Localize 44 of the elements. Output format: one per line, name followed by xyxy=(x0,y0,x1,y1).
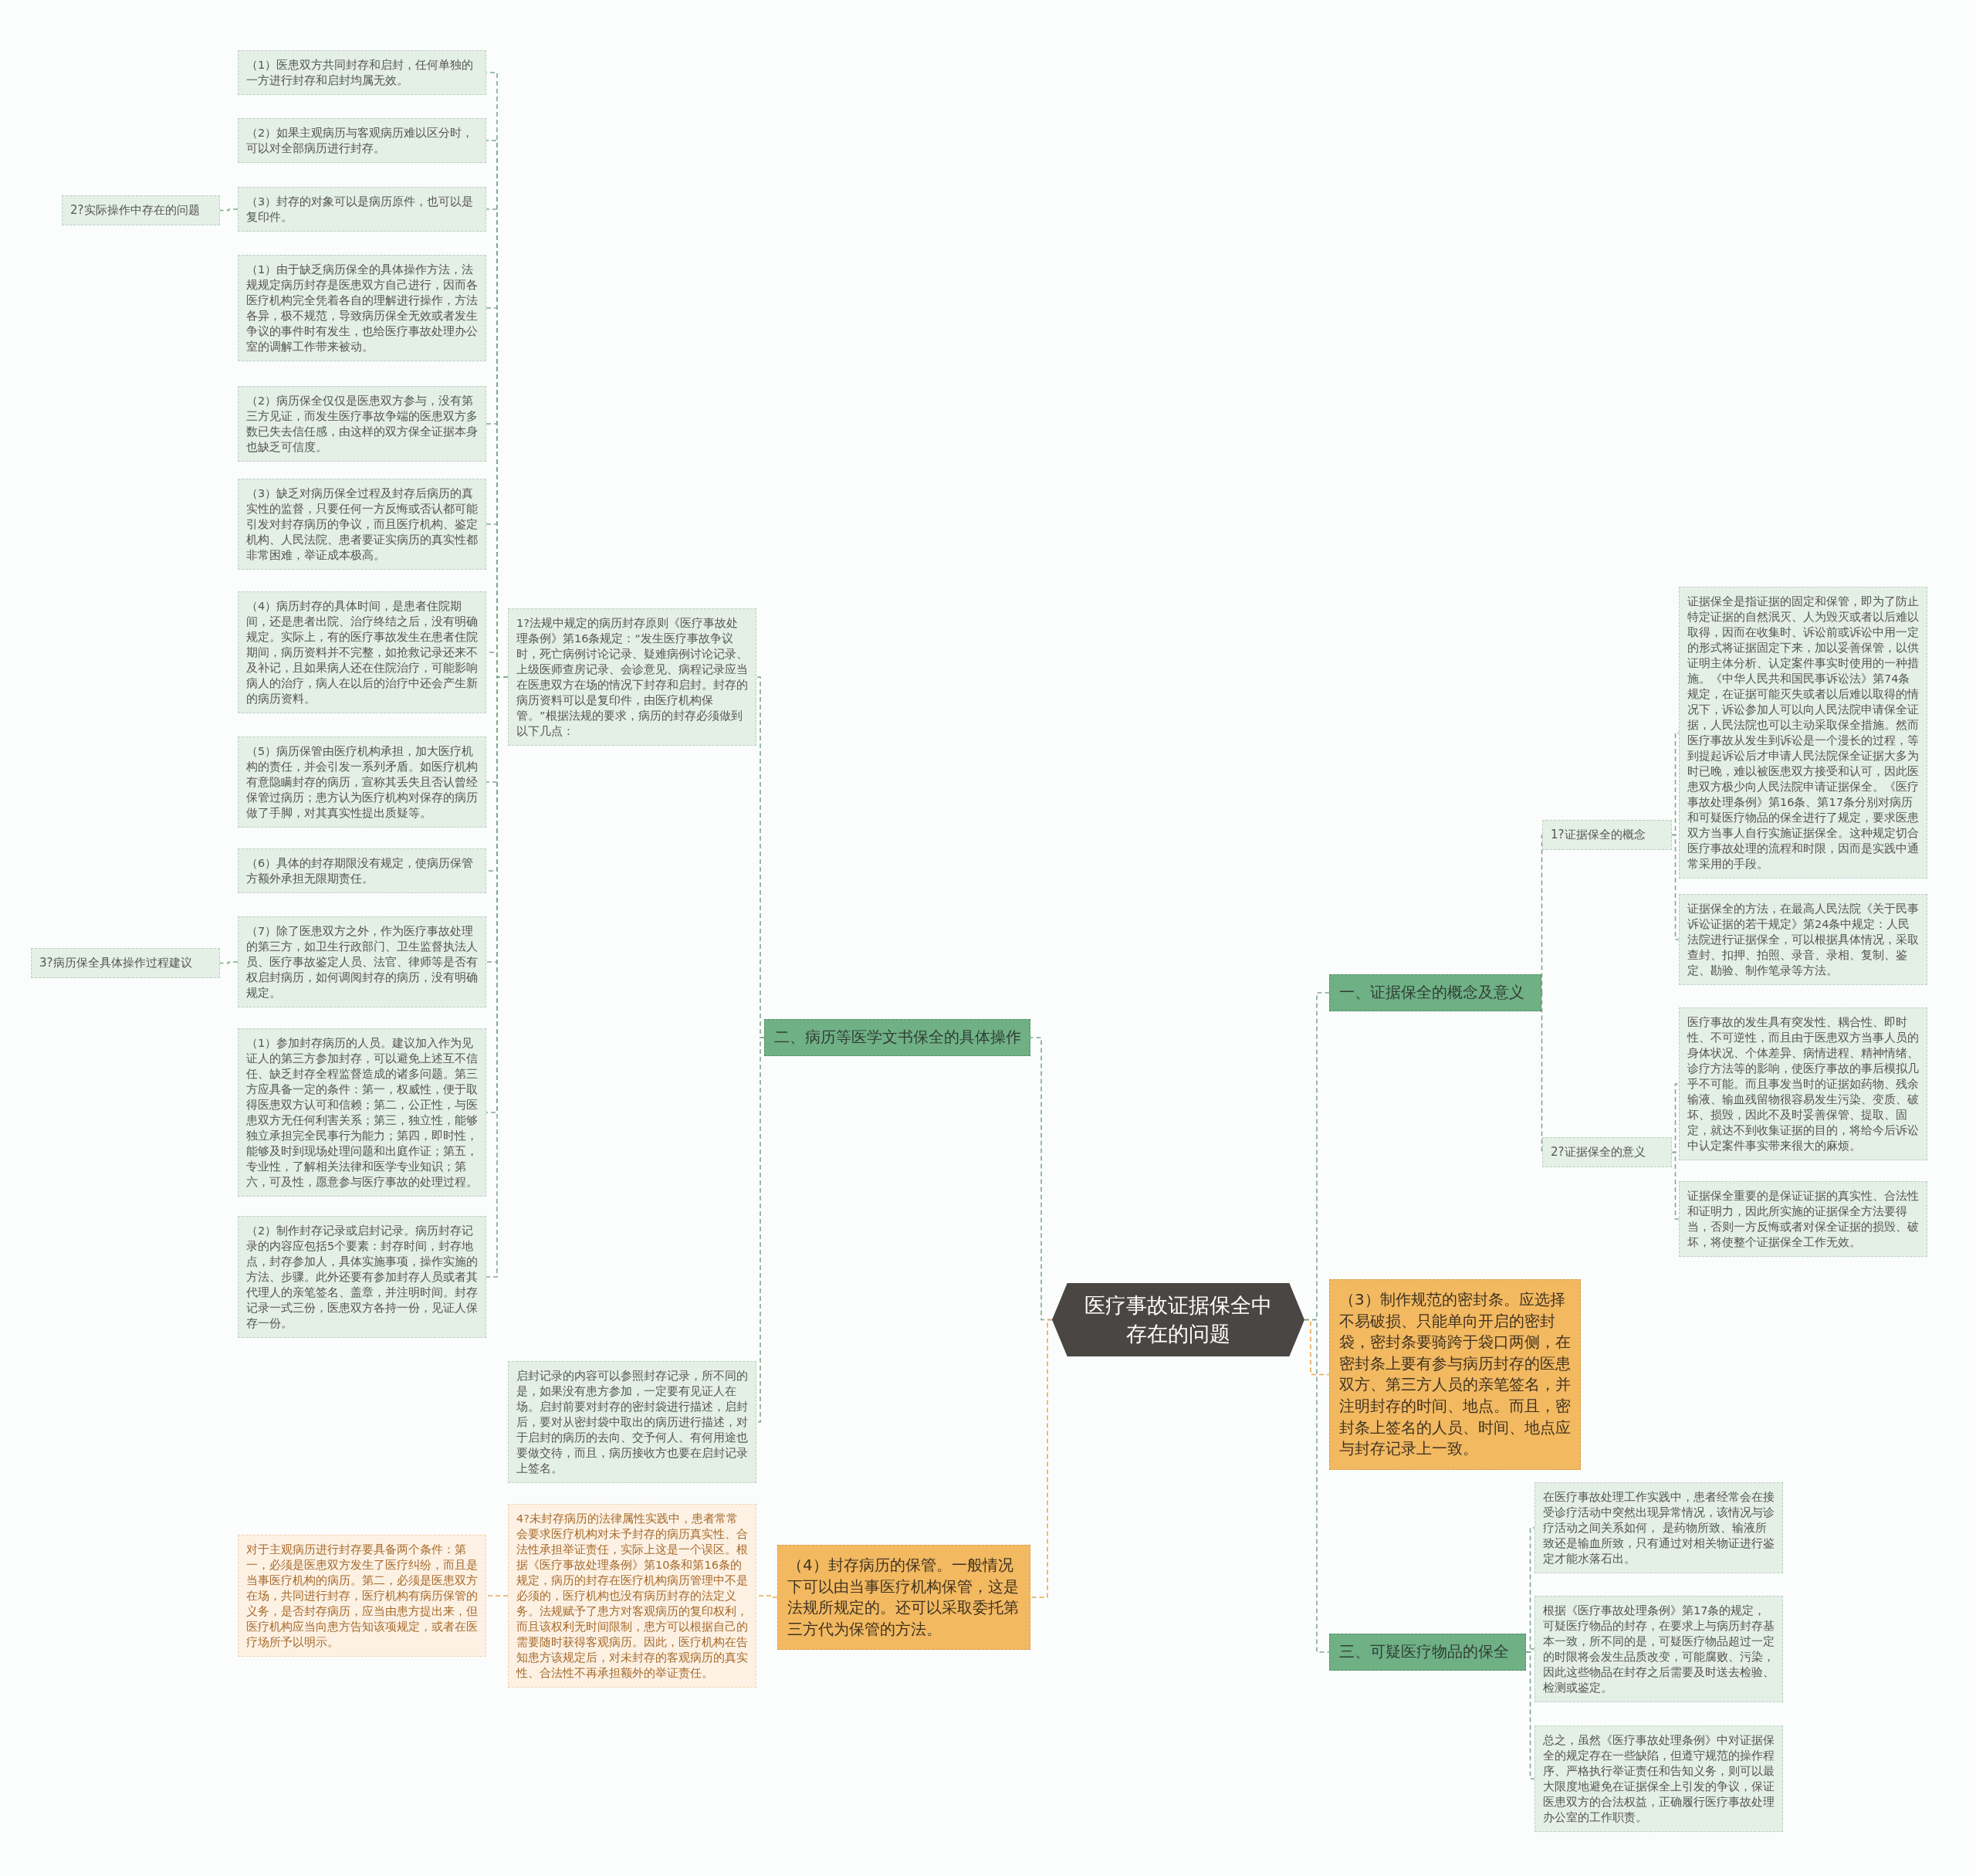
note-box: 总之，虽然《医疗事故处理条例》中对证据保全的规定存在一些缺陷，但遵守规范的操作程序、严格执行举证责任和告知义务，则可以最大限度地避免在证据保全上引发的争议，保证医患双方的合法权益，正确履行医疗事故处理办公室的工作职责。 xyxy=(1534,1725,1783,1832)
highlight-topic: （3）制作规范的密封条。应选择不易破损、只能单向开启的密封袋，密封条要骑跨于袋口两侧，在密封条上要有参与病历封存的医患双方、第三方人员的亲笔签名，并注明封存的时间、地点。而且，密封条上签名的人员、时间、地点应与封存记录上一致。 xyxy=(1329,1279,1581,1470)
note-box: 证据保全的方法，在最高人民法院《关于民事诉讼证据的若干规定》第24条中规定：人民法院进行证据保全，可以根据具体情况，采取查封、扣押、拍照、录音、录相、复制、鉴定、勘验、制作笔录等方法。 xyxy=(1679,894,1927,985)
connector-line xyxy=(1541,834,1543,994)
note-box: （1）医患双方共同封存和启封，任何单独的一方进行封存和启封均属无效。 xyxy=(238,50,486,95)
connector-line xyxy=(1525,1651,1535,1779)
note-box: （5）病历保管由医疗机构承担，加大医疗机构的责任，并会引发一系列矛盾。如医疗机构有意隐瞒封存的病历，宣称其丢失且否认曾经保管过病历；患方认为医疗机构对保存的病历做了手脚，对其真实性提出质疑等。 xyxy=(238,737,486,828)
connector-line xyxy=(486,1595,509,1597)
note-box: （2）如果主观病历与客观病历难以区分时，可以对全部病历进行封存。 xyxy=(238,118,486,163)
note-box: 2?证据保全的意义 xyxy=(1542,1137,1672,1167)
note-box: 1?法规中规定的病历封存原则《医疗事故处理条例》第16条规定：“发生医疗事故争议时，死亡病例讨论记录、疑难病例讨论记录、上级医师查房记录、会诊意见、病程记录应当在医患双方在场的情况下封存和启封。封存的病历资料可以是复印件，由医疗机构保管。”根据法规的要求，病历的封存必须做到以下几点： xyxy=(508,608,756,746)
note-box: （7）除了医患双方之外，作为医疗事故处理的第三方，如卫生行政部门、卫生监督执法人员、医疗事故鉴定人员、法官、律师等是否有权启封病历，如何调阅封存的病历，没有明确规定。 xyxy=(238,916,486,1007)
note-box: 1?证据保全的概念 xyxy=(1542,820,1672,850)
connector-line xyxy=(756,1037,765,1423)
note-box: 对于主观病历进行封存要具备两个条件：第一，必须是医患双方发生了医疗纠纷，而且是当事医疗机构的病历。第二，必须是医患双方在场，共同进行封存，医疗机构有病历保管的义务，是否封存病历，应当由患方提出来，但医疗机构应当向患方告知该项规定，或者在医疗场所予以明示。 xyxy=(238,1535,486,1657)
connector-line xyxy=(1541,992,1543,1153)
note-box: （1）由于缺乏病历保全的具体操作方法，法规规定病历封存是医患双方自己进行，因而各医疗机构完全凭着各自的理解进行操作，方法各异，极不规范，导致病历保全无效或者发生争议的事件时有发生，也给医疗事故处理办公室的调解工作带来被动。 xyxy=(238,255,486,361)
note-box: 2?实际操作中存在的问题 xyxy=(62,195,220,225)
branch-topic: 一、证据保全的概念及意义 xyxy=(1329,974,1541,1011)
note-box: （1）参加封存病历的人员。建议加入作为见证人的第三方参加封存，可以避免上述互不信任、缺乏封存全程监督造成的诸多问题。第三方应具备一定的条件：第一，权威性，便于取得医患双方认可和信赖；第二，公正性，与医患双方无任何利害关系；第三，独立性，能够独立承担完全民事行为能力；第四，即时性，能够及时到现场处理问题和出庭作证；第五，专业性，了解相关法律和医学专业知识；第六，可及性，愿意参与医疗事故的处理过程。 xyxy=(238,1028,486,1197)
connector-line xyxy=(1671,834,1680,940)
note-box: （2）病历保全仅仅是医患双方参与，没有第三方见证，而发生医疗事故争端的医患双方多数已失去信任感，由这样的双方保全证据本身也缺乏可信度。 xyxy=(238,386,486,462)
note-box: 3?病历保全具体操作过程建议 xyxy=(31,948,220,978)
note-box: （2）制作封存记录或启封记录。病历封存记录的内容应包括5个要素：封存时间，封存地点，封存参加人，具体实施事项，操作实施的方法、步骤。此外还要有参加封存人员或者其代理人的亲笔签名、盖章，并注明时间。封存记录一式三份，医患双方各持一份，见证人保存一份。 xyxy=(238,1216,486,1338)
note-box: （6）具体的封存期限没有规定，使病历保管方额外承担无限期责任。 xyxy=(238,848,486,893)
note-box: 启封记录的内容可以参照封存记录，所不同的是，如果没有患方参加，一定要有见证人在场。启封前要对封存的密封袋进行描述，启封后，要对从密封袋中取出的病历进行描述，对于启封的病历的去向、交予何人、有何用途也要做交待，而且，病历接收方也要在启封记录上签名。 xyxy=(508,1361,756,1483)
connector-line xyxy=(1030,1319,1053,1598)
connector-line xyxy=(1671,1151,1680,1220)
connector-line xyxy=(219,961,239,964)
note-box: 根据《医疗事故处理条例》第17条的规定，可疑医疗物品的封存，在要求上与病历封存基本一致，所不同的是，可疑医疗物品超过一定的时限将会发生品质改变，可能腐败、污染，因此这些物品在封存之后需要及时送去检验、检测或鉴定。 xyxy=(1534,1596,1783,1702)
note-box: （3）缺乏对病历保全过程及封存后病历的真实性的监督，只要任何一方反悔或否认都可能引发对封存病历的争议，而且医疗机构、鉴定机构、人民法院、患者要证实病历的真实性都非常困难，举证成本极高。 xyxy=(238,479,486,570)
note-box: 证据保全重要的是保证证据的真实性、合法性和证明力，因此所实施的证据保全方法要得当，否则一方反悔或者对保全证据的损毁、破坏，将使整个证据保全工作无效。 xyxy=(1679,1181,1927,1257)
note-box: 证据保全是指证据的固定和保管，即为了防止特定证据的自然泯灭、人为毁灭或者以后难以取得，因而在收集时、诉讼前或诉讼中用一定的形式将证据固定下来，加以妥善保管，以供证明主体分析、认定案件事实时使用的一种措施。《中华人民共和国民事诉讼法》第74条规定，在证据可能灭失或者以后难以取得的情况下，诉讼参加人可以向人民法院申请保全证据，人民法院也可以主动采取保全措施。然而医疗事故从发生到诉讼是一个漫长的过程，等到提起诉讼后才申请人民法院保全证据大多为时已晚，难以被医患双方接受和认可，因此医患双方极少向人民法院申请证据保全。《医疗事故处理条例》第16条、第17条分别对病历和可疑医疗物品的保全进行了规定，要求医患双方当事人自行实施证据保全。这种规定切合医疗事故处理的流程和时限，因而是实践中通常采用的手段。 xyxy=(1679,587,1927,879)
connector-line xyxy=(219,208,239,212)
highlight-topic: （4）封存病历的保管。一般情况下可以由当事医疗机构保管，这是法规所规定的。还可以采取委托第三方代为保管的方法。 xyxy=(777,1545,1030,1651)
note-box: （4）病历封存的具体时间，是患者住院期间，还是患者出院、治疗终结之后，没有明确规定。实际上，有的医疗事故发生在患者住院期间，病历资料并不完整，如抢救记录还来不及补记，且如果病人还在住院治疗，可能影响病人的治疗，病人在以后的治疗中还会产生新的病历资料。 xyxy=(238,591,486,713)
note-box: 在医疗事故处理工作实践中，患者经常会在接受诊疗活动中突然出现异常情况，该情况与诊疗活动之间关系如何， 是药物所致、输液所致还是输血所致，只有通过对相关物证进行鉴定才能水落石出。 xyxy=(1534,1482,1783,1573)
branch-topic: 三、可疑医疗物品的保全 xyxy=(1329,1634,1526,1671)
connector-line xyxy=(1304,1319,1330,1653)
central-topic: 医疗事故证据保全中存在的问题 xyxy=(1052,1283,1304,1356)
note-box: （3）封存的对象可以是病历原件，也可以是复印件。 xyxy=(238,187,486,232)
note-box: 4?未封存病历的法律属性实践中，患者常常会要求医疗机构对未予封存的病历真实性、合法性承担举证责任，实际上这是一个误区。根据《医疗事故处理条例》第10条和第16条的规定，病历的封存在医疗机构病历管理中不是必须的，医疗机构也没有病历封存的法定义务。法规赋予了患方对客观病历的复印权利，而且该权利无时间限制，患方可以根据自己的需要随时获得客观病历。因此，医疗机构在告知患方该规定后，对未封存的客观病历的真实性、合法性不再承担额外的举证责任。 xyxy=(508,1504,756,1688)
branch-topic: 二、病历等医学文书保全的具体操作 xyxy=(764,1019,1030,1056)
note-box: 医疗事故的发生具有突发性、耦合性、即时性、不可逆性，而且由于医患双方当事人员的身体状况、个体差异、病情进程、精神情绪、诊疗方法等的影响，使医疗事故的事后模拟几乎不可能。而且事发当时的证据如药物、残余输液、输血残留物很容易发生污染、变质、破坏、损毁，因此不及时妥善保管、提取、固定，就达不到收集证据的目的，将给今后诉讼中认定案件事实带来很大的麻烦。 xyxy=(1679,1007,1927,1160)
